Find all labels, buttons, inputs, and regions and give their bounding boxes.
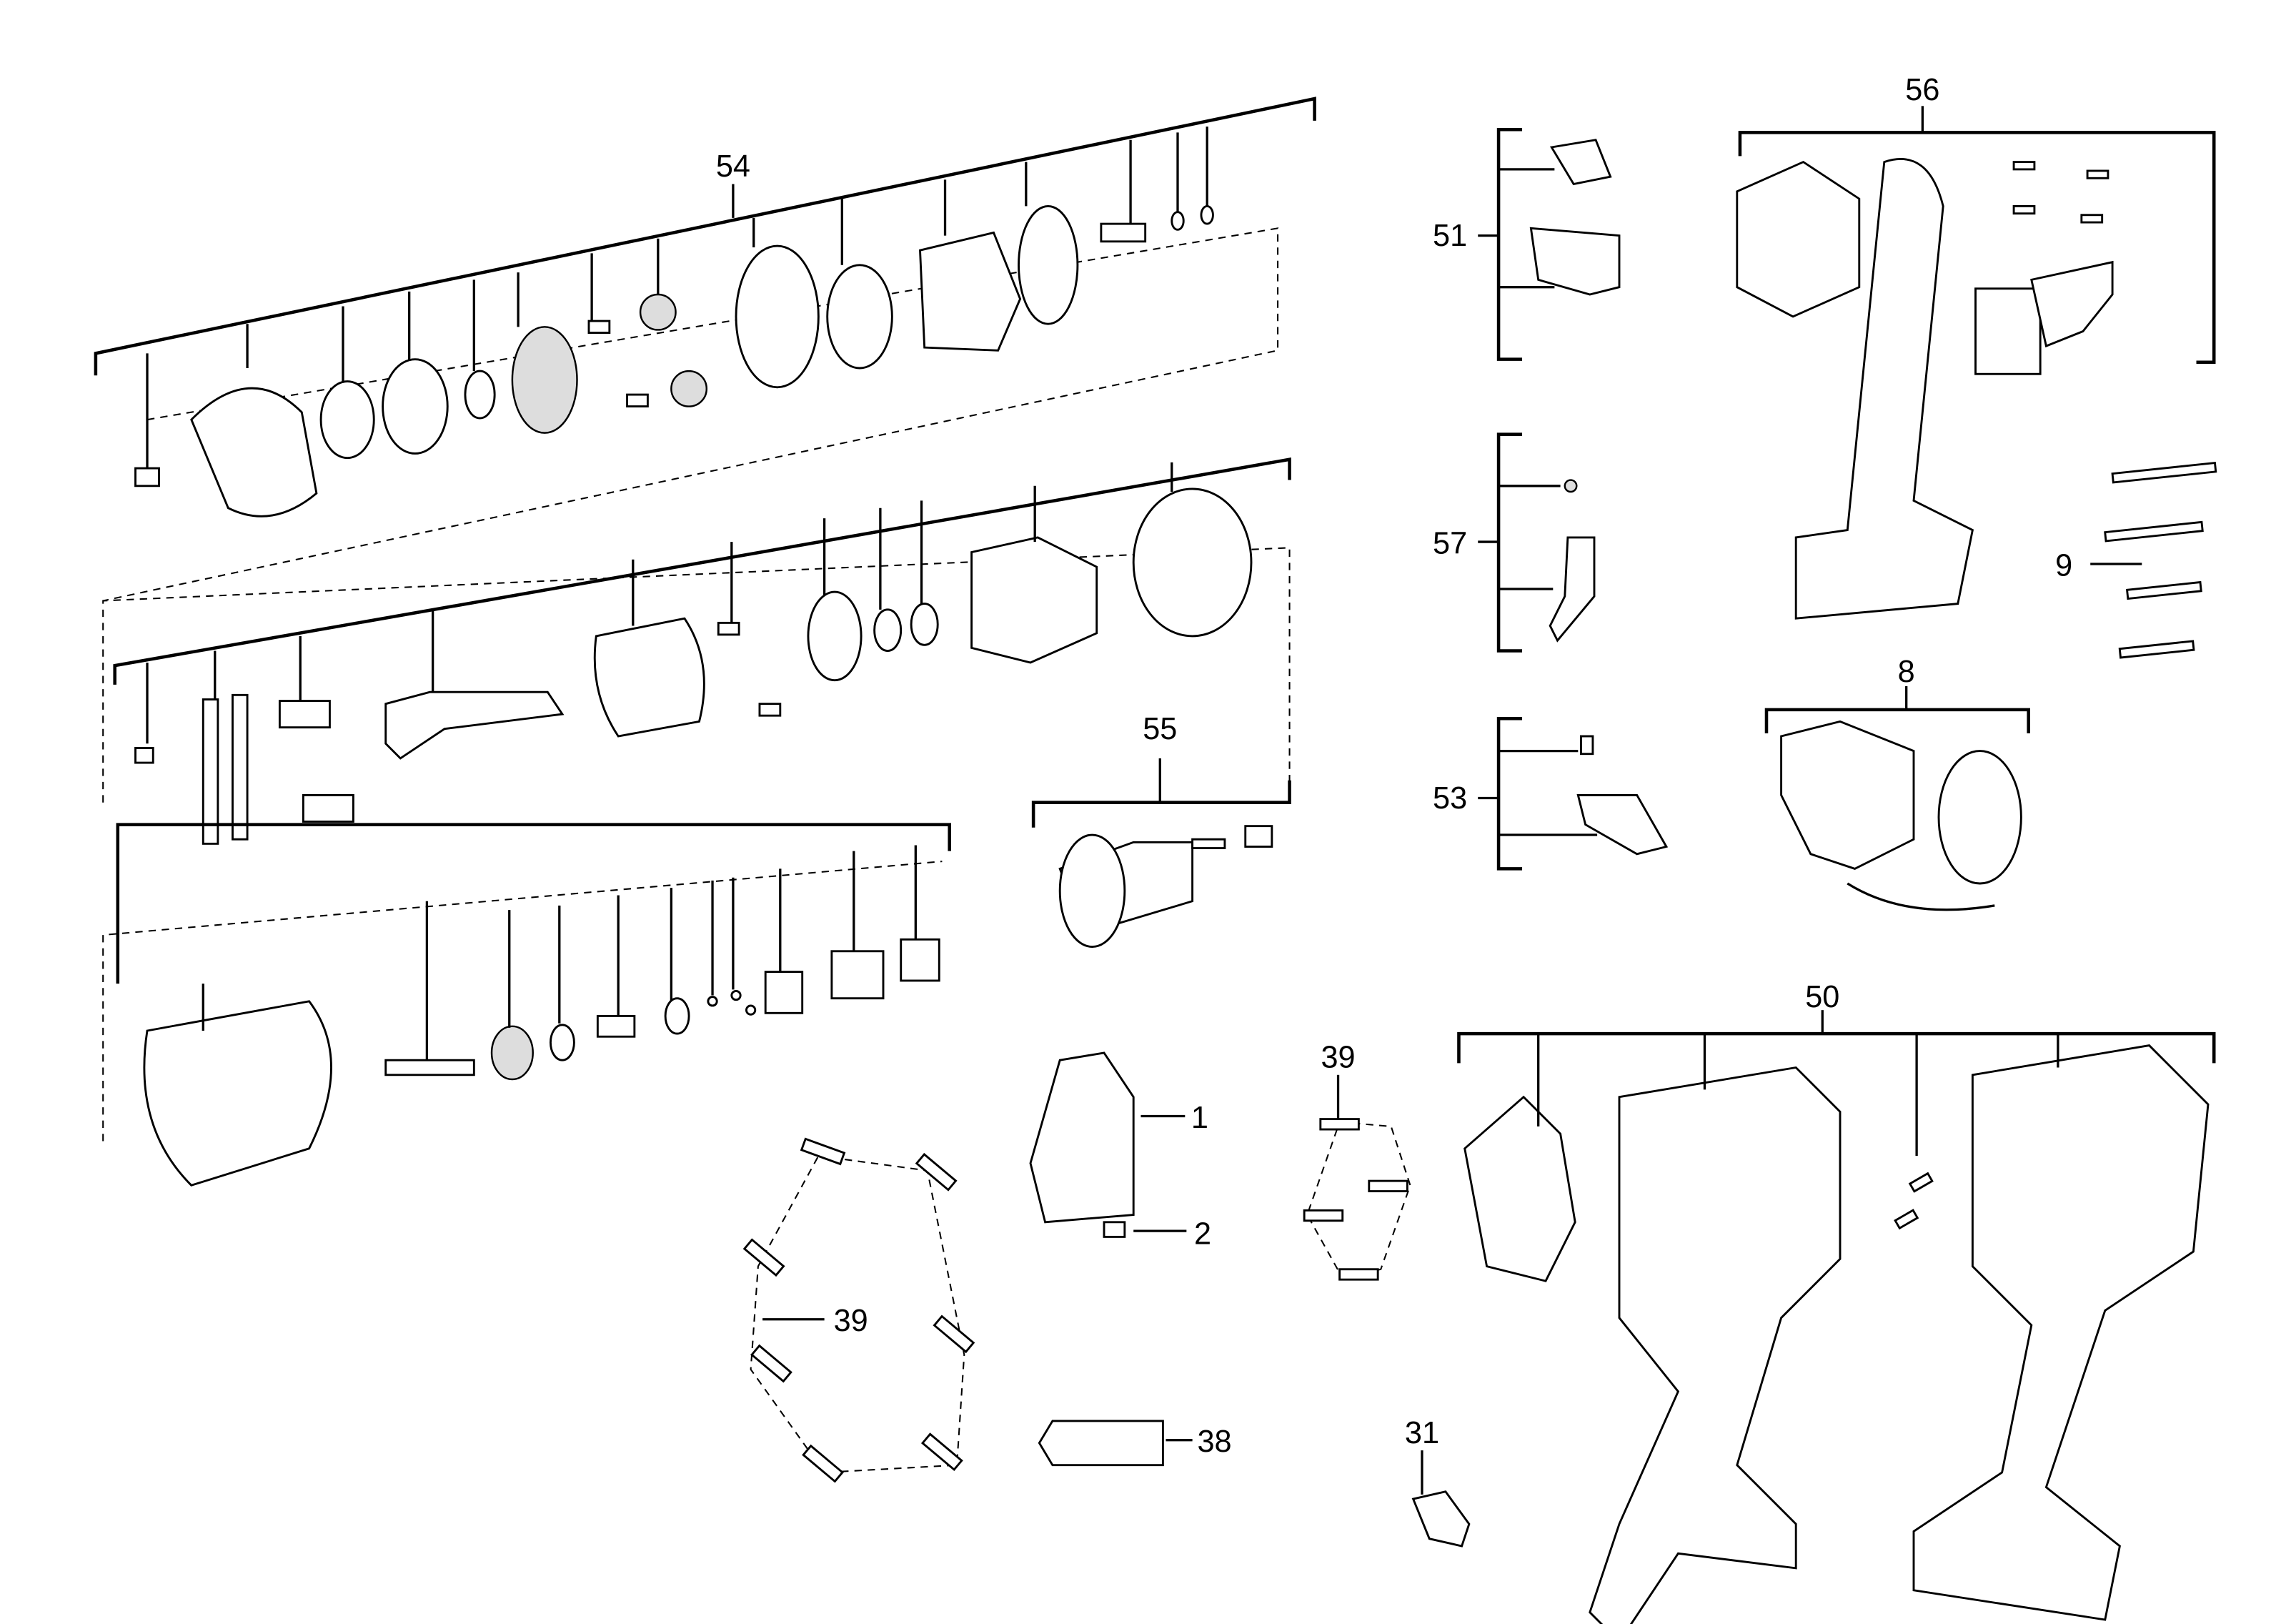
callout-8: 8 [1898, 655, 1915, 689]
ring-part [464, 370, 496, 420]
callout-51: 51 [1433, 219, 1467, 253]
switch-part [1974, 287, 2042, 375]
spring-part [232, 693, 249, 841]
pin-part [587, 320, 611, 335]
assembly-51 [1478, 128, 1621, 361]
gear-housing-part [190, 387, 318, 518]
pin-part [1100, 222, 1147, 243]
assembly-hammer [102, 457, 1291, 845]
washer-part [735, 244, 820, 389]
callout-9: 9 [2055, 548, 2072, 583]
spring-part [384, 1059, 475, 1076]
left-housing-part [1589, 1066, 1842, 1624]
right-housing-part [1912, 1044, 2210, 1621]
assembly-54 [94, 96, 1316, 602]
assembly-56 [1736, 106, 2216, 620]
callout-39-right: 39 [1321, 1041, 1355, 1075]
ring-part [826, 264, 893, 370]
motor-cover-part [1780, 720, 1915, 870]
callout-57: 57 [1433, 527, 1467, 561]
screws-39-right [1303, 1074, 1411, 1281]
callout-50: 50 [1805, 980, 1839, 1014]
pcb-handle-part [1794, 158, 1974, 620]
screw-part [134, 467, 160, 487]
callout-56: 56 [1905, 73, 1939, 107]
carrier-part [919, 231, 1022, 352]
washer-part [807, 590, 863, 682]
trigger-part [2030, 260, 2114, 348]
hammer-part [593, 617, 705, 738]
callout-55: 55 [1143, 712, 1177, 746]
spring-part [202, 698, 219, 845]
key-part [302, 793, 354, 823]
stator-part [1736, 160, 1861, 318]
front-housing-part [143, 1000, 332, 1187]
assembly-8 [1764, 685, 2030, 911]
bearing-part [319, 380, 375, 460]
callout-38: 38 [1197, 1425, 1231, 1459]
anvil-housing-part [970, 536, 1098, 664]
callout-53: 53 [1433, 781, 1467, 816]
assembly-53 [1478, 717, 1669, 871]
screws-39-left [742, 1137, 975, 1483]
bracket-54 [94, 96, 1316, 376]
cover-part [1463, 1095, 1576, 1282]
callout-54: 54 [716, 149, 750, 184]
label-plate-38 [1038, 1420, 1193, 1467]
spindle-part [384, 690, 565, 760]
planet-gear-part [639, 293, 677, 331]
fan-part [1937, 750, 2022, 885]
callout-31: 31 [1405, 1416, 1439, 1450]
assembly-front-housing [102, 823, 951, 1187]
belt-clip-1 [1029, 1051, 1186, 1224]
screw-2 [1103, 1221, 1187, 1238]
key-part [278, 700, 331, 729]
bearing-part [382, 358, 449, 455]
magnet-part [1132, 487, 1253, 638]
planet-gear-part [670, 370, 708, 407]
callout-39-left: 39 [834, 1304, 868, 1338]
screws-9 [2090, 461, 2217, 659]
part-31 [1411, 1450, 1471, 1548]
assembly-57 [1478, 432, 1596, 653]
pin-part [626, 393, 649, 408]
oring-part [1018, 204, 1079, 325]
assembly-50 [1457, 1010, 2216, 1624]
assembly-55 [1031, 758, 1291, 949]
callout-2: 2 [1194, 1217, 1211, 1252]
callout-1: 1 [1191, 1101, 1208, 1135]
ring-gear-part [511, 326, 578, 434]
